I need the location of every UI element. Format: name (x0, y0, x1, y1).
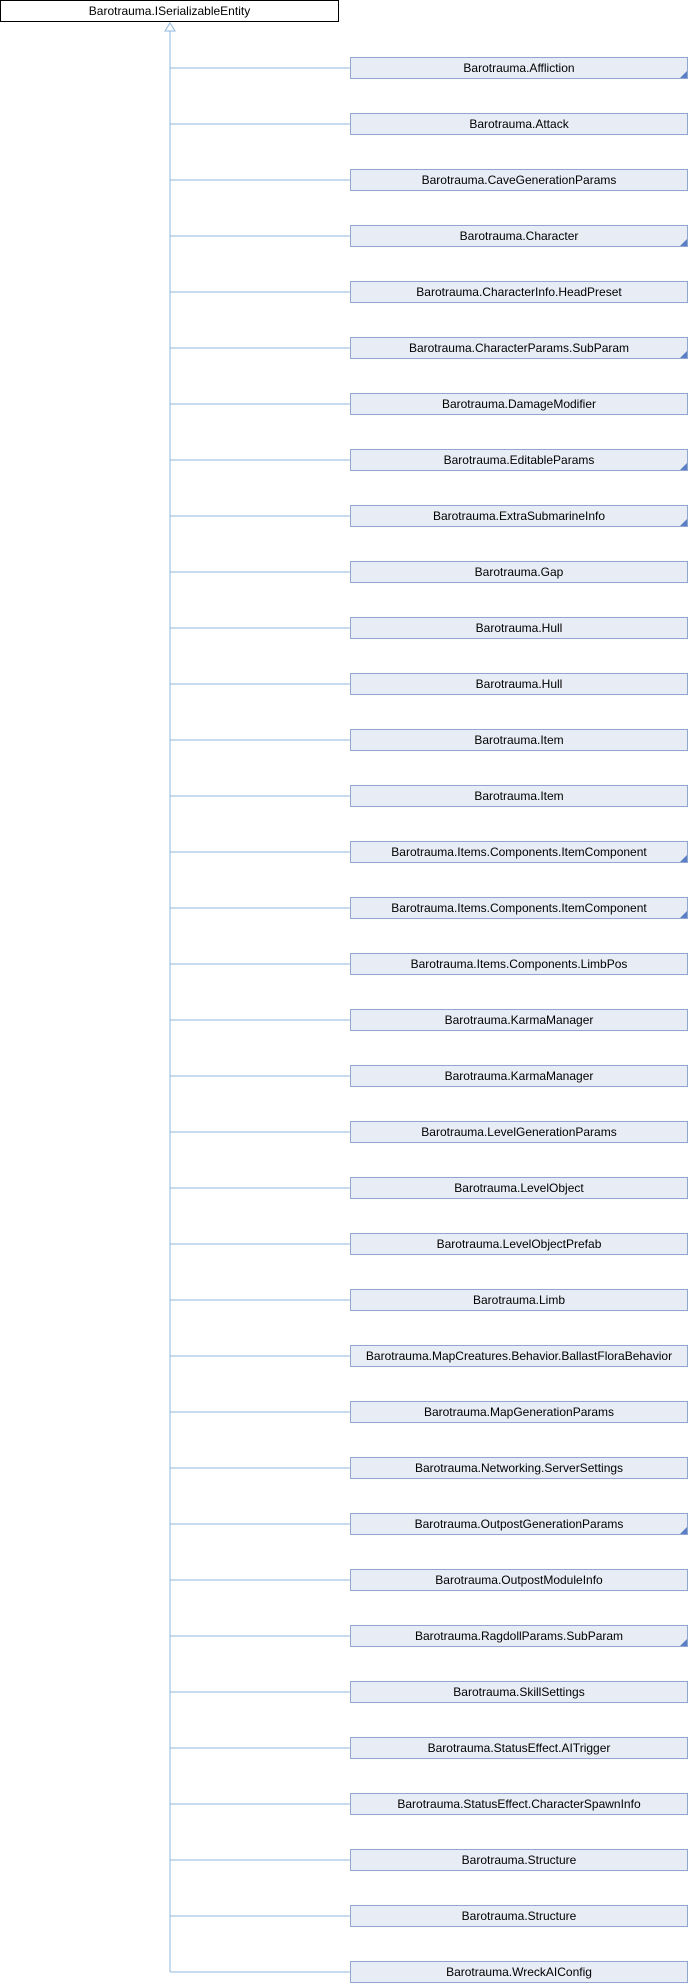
collapsed-marker-icon (680, 239, 687, 246)
derived-class-node[interactable]: Barotrauma.OutpostModuleInfo (350, 1569, 688, 1591)
derived-class-node[interactable]: Barotrauma.KarmaManager (350, 1009, 688, 1031)
derived-class-label: Barotrauma.MapGenerationParams (423, 1405, 615, 1419)
derived-class-node[interactable]: Barotrauma.MapGenerationParams (350, 1401, 688, 1423)
derived-class-label: Barotrauma.SkillSettings (453, 1685, 585, 1699)
derived-class-node[interactable]: Barotrauma.OutpostGenerationParams (350, 1513, 688, 1535)
derived-class-label: Barotrauma.OutpostGenerationParams (414, 1517, 624, 1531)
derived-class-label: Barotrauma.MapCreatures.Behavior.Ballast… (365, 1349, 673, 1363)
derived-class-node[interactable]: Barotrauma.Limb (350, 1289, 688, 1311)
derived-class-node[interactable]: Barotrauma.Hull (350, 673, 688, 695)
derived-class-label: Barotrauma.RagdollParams.SubParam (414, 1629, 624, 1643)
derived-class-node[interactable]: Barotrauma.Item (350, 785, 688, 807)
derived-class-label: Barotrauma.DamageModifier (441, 397, 597, 411)
derived-class-node[interactable]: Barotrauma.MapCreatures.Behavior.Ballast… (350, 1345, 688, 1367)
derived-class-label: Barotrauma.Hull (475, 677, 563, 691)
derived-class-node[interactable]: Barotrauma.CharacterParams.SubParam (350, 337, 688, 359)
collapsed-marker-icon (680, 911, 687, 918)
derived-class-node[interactable]: Barotrauma.Items.Components.ItemComponen… (350, 897, 688, 919)
collapsed-marker-icon (680, 1639, 687, 1646)
derived-class-label: Barotrauma.Hull (475, 621, 563, 635)
derived-class-label: Barotrauma.Affliction (463, 61, 575, 75)
collapsed-marker-icon (680, 71, 687, 78)
derived-class-label: Barotrauma.CharacterInfo.HeadPreset (416, 285, 622, 299)
derived-class-node[interactable]: Barotrauma.CharacterInfo.HeadPreset (350, 281, 688, 303)
derived-class-label: Barotrauma.EditableParams (443, 453, 595, 467)
derived-class-label: Barotrauma.OutpostModuleInfo (435, 1573, 603, 1587)
derived-class-node[interactable]: Barotrauma.Affliction (350, 57, 688, 79)
derived-class-label: Barotrauma.Attack (469, 117, 569, 131)
derived-class-label: Barotrauma.StatusEffect.AITrigger (427, 1741, 611, 1755)
derived-class-node[interactable]: Barotrauma.LevelObject (350, 1177, 688, 1199)
derived-class-label: Barotrauma.Items.Components.LimbPos (410, 957, 628, 971)
derived-class-label: Barotrauma.LevelObject (454, 1181, 584, 1195)
derived-class-label: Barotrauma.Limb (472, 1293, 566, 1307)
derived-class-label: Barotrauma.Items.Components.ItemComponen… (391, 845, 647, 859)
derived-class-label: Barotrauma.Item (474, 733, 564, 747)
collapsed-marker-icon (680, 351, 687, 358)
derived-class-node[interactable]: Barotrauma.Hull (350, 617, 688, 639)
derived-class-node[interactable]: Barotrauma.Gap (350, 561, 688, 583)
derived-class-node[interactable]: Barotrauma.Items.Components.ItemComponen… (350, 841, 688, 863)
derived-class-label: Barotrauma.Networking.ServerSettings (414, 1461, 624, 1475)
derived-class-label: Barotrauma.Structure (461, 1909, 577, 1923)
derived-class-node[interactable]: Barotrauma.Items.Components.LimbPos (350, 953, 688, 975)
derived-class-label: Barotrauma.StatusEffect.CharacterSpawnIn… (397, 1797, 641, 1811)
derived-class-label: Barotrauma.KarmaManager (444, 1013, 594, 1027)
derived-class-node[interactable]: Barotrauma.DamageModifier (350, 393, 688, 415)
inheritance-arrowhead-icon (164, 22, 176, 32)
collapsed-marker-icon (680, 519, 687, 526)
derived-class-label: Barotrauma.LevelObjectPrefab (436, 1237, 602, 1251)
derived-class-node[interactable]: Barotrauma.SkillSettings (350, 1681, 688, 1703)
derived-class-label: Barotrauma.CharacterParams.SubParam (408, 341, 630, 355)
derived-class-node[interactable]: Barotrauma.LevelObjectPrefab (350, 1233, 688, 1255)
derived-class-node[interactable]: Barotrauma.Attack (350, 113, 688, 135)
derived-class-label: Barotrauma.Structure (461, 1853, 577, 1867)
derived-class-node[interactable]: Barotrauma.Character (350, 225, 688, 247)
derived-class-label: Barotrauma.Character (459, 229, 579, 243)
derived-class-node[interactable]: Barotrauma.RagdollParams.SubParam (350, 1625, 688, 1647)
derived-class-node[interactable]: Barotrauma.LevelGenerationParams (350, 1121, 688, 1143)
derived-class-node[interactable]: Barotrauma.CaveGenerationParams (350, 169, 688, 191)
derived-class-label: Barotrauma.Gap (474, 565, 564, 579)
collapsed-marker-icon (680, 855, 687, 862)
derived-class-label: Barotrauma.WreckAIConfig (446, 1965, 592, 1979)
collapsed-marker-icon (680, 463, 687, 470)
derived-class-node[interactable]: Barotrauma.Networking.ServerSettings (350, 1457, 688, 1479)
derived-class-node[interactable]: Barotrauma.WreckAIConfig (350, 1961, 688, 1983)
derived-class-label: Barotrauma.LevelGenerationParams (421, 1125, 617, 1139)
collapsed-marker-icon (680, 1527, 687, 1534)
derived-class-label: Barotrauma.KarmaManager (444, 1069, 594, 1083)
derived-class-label: Barotrauma.Items.Components.ItemComponen… (391, 901, 647, 915)
derived-class-node[interactable]: Barotrauma.ExtraSubmarineInfo (350, 505, 688, 527)
derived-class-label: Barotrauma.CaveGenerationParams (421, 173, 617, 187)
derived-class-node[interactable]: Barotrauma.StatusEffect.CharacterSpawnIn… (350, 1793, 688, 1815)
derived-class-node[interactable]: Barotrauma.Structure (350, 1849, 688, 1871)
derived-class-node[interactable]: Barotrauma.KarmaManager (350, 1065, 688, 1087)
root-node[interactable]: Barotrauma.ISerializableEntity (0, 0, 339, 22)
derived-class-node[interactable]: Barotrauma.Item (350, 729, 688, 751)
derived-class-label: Barotrauma.ExtraSubmarineInfo (432, 509, 606, 523)
derived-class-node[interactable]: Barotrauma.Structure (350, 1905, 688, 1927)
derived-class-node[interactable]: Barotrauma.StatusEffect.AITrigger (350, 1737, 688, 1759)
derived-class-label: Barotrauma.Item (474, 789, 564, 803)
root-node-label: Barotrauma.ISerializableEntity (88, 4, 251, 18)
derived-class-node[interactable]: Barotrauma.EditableParams (350, 449, 688, 471)
